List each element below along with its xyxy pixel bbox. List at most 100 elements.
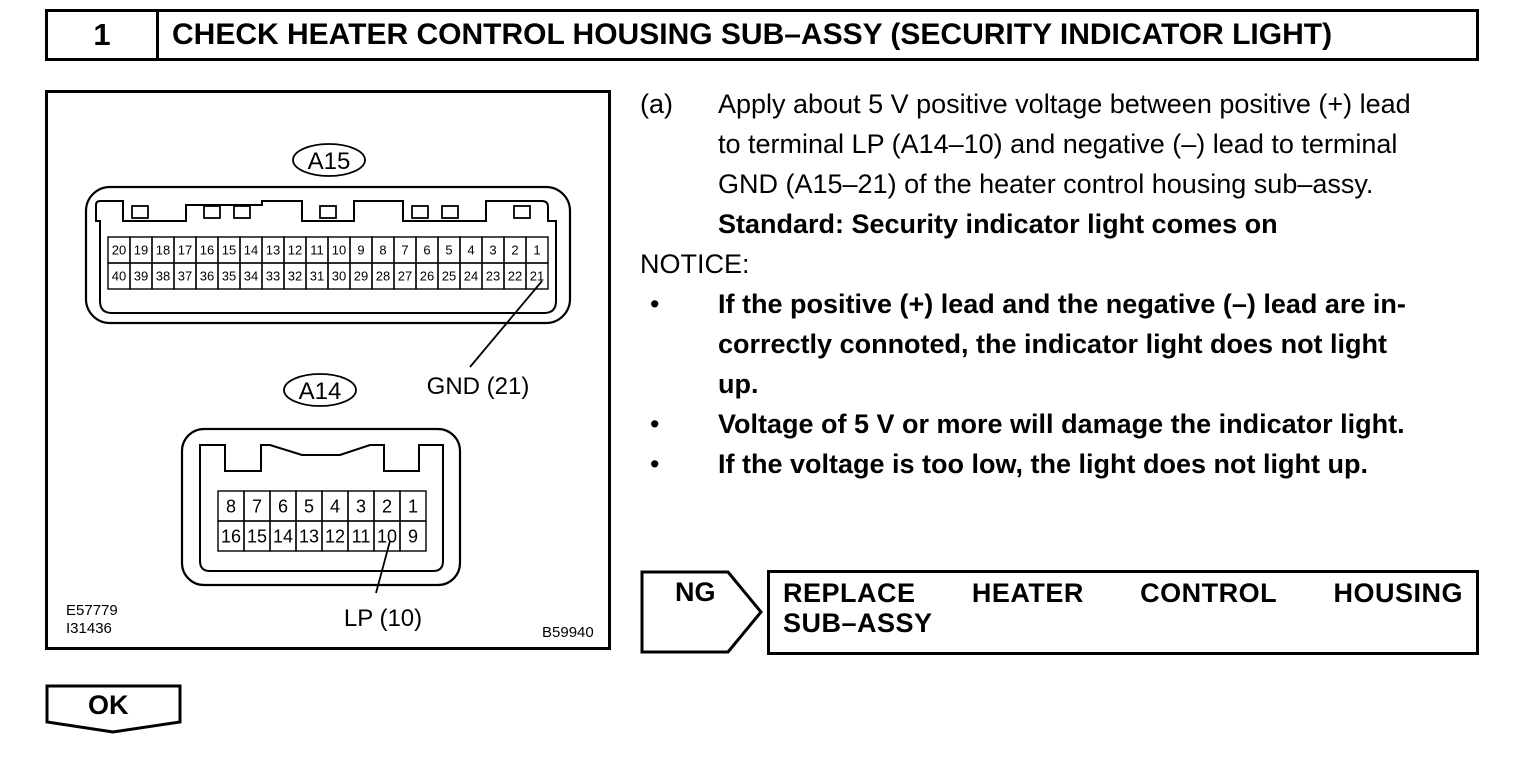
a15-terminal-number: 30 <box>332 269 346 284</box>
a14-terminal-number: 11 <box>352 526 371 546</box>
a15-terminal-number: 15 <box>222 243 236 258</box>
a15-terminal-number: 24 <box>464 269 478 284</box>
a15-terminal-number: 21 <box>530 269 544 284</box>
ng-action-line-1: REPLACE HEATER CONTROL HOUSING <box>783 578 1463 609</box>
a14-terminal-number: 4 <box>330 496 340 516</box>
a14-terminal-number: 3 <box>356 496 366 516</box>
a15-terminal-number: 36 <box>200 269 214 284</box>
notice-item-1-line-2: correctly connoted, the indicator light … <box>718 329 1388 359</box>
a15-terminal-number: 16 <box>200 243 214 258</box>
a15-terminal-number: 33 <box>266 269 280 284</box>
a15-connector-body <box>84 185 572 325</box>
a15-terminal-number: 27 <box>398 269 412 284</box>
a14-terminal-number: 2 <box>382 496 392 516</box>
a14-terminal-cell <box>399 520 427 552</box>
a15-terminal-number: 38 <box>156 269 170 284</box>
a14-connector-inner <box>199 444 444 572</box>
a15-terminal-number: 1 <box>533 243 540 258</box>
a15-terminal-number: 20 <box>112 243 126 258</box>
a15-terminal-number: 9 <box>357 243 364 258</box>
a15-terminal-number: 11 <box>310 243 324 258</box>
lp-leader-line <box>375 540 391 594</box>
a15-terminal-number: 5 <box>445 243 452 258</box>
a15-terminal-number: 40 <box>112 269 126 284</box>
a15-terminal-number: 3 <box>489 243 496 258</box>
step-header-box <box>45 9 1479 61</box>
a14-label-oval <box>283 373 357 407</box>
a14-terminal-number: 5 <box>304 496 314 516</box>
a14-terminal-number: 14 <box>273 526 293 546</box>
a14-terminal-number: 1 <box>408 496 418 516</box>
ok-label: OK <box>88 690 129 720</box>
step-line-2: to terminal LP (A14–10) and negative (–)… <box>718 129 1398 159</box>
step-marker: (a) <box>640 89 673 119</box>
bullet-3: • <box>650 449 660 479</box>
a14-terminal-number: 9 <box>408 526 418 546</box>
a14-terminal-number: 13 <box>299 526 319 546</box>
a15-terminal-number: 6 <box>423 243 430 258</box>
a14-terminal-number: 6 <box>278 496 288 516</box>
figure-code-1: E57779 <box>66 602 118 619</box>
a15-terminal-number: 13 <box>266 243 280 258</box>
a15-terminal-number: 28 <box>376 269 390 284</box>
notice-item-1-line-3: up. <box>718 369 759 399</box>
a15-terminal-number: 10 <box>332 243 346 258</box>
a14-terminal-number: 15 <box>247 526 267 546</box>
ng-action-box <box>767 570 1479 655</box>
a15-terminal-number: 14 <box>244 243 258 258</box>
a15-terminal-number: 34 <box>244 269 258 284</box>
ng-action-word-3: CONTROL <box>1140 578 1278 608</box>
a14-terminal-number: 16 <box>221 526 241 546</box>
a15-label: A15 <box>308 148 351 175</box>
step-line-1: Apply about 5 V positive voltage between… <box>718 89 1411 119</box>
a15-terminal-number: 8 <box>379 243 386 258</box>
a15-terminal-number: 12 <box>288 243 302 258</box>
gnd-leader-line <box>469 280 543 368</box>
a15-terminal-number: 4 <box>467 243 474 258</box>
figure-code-2: I31436 <box>66 620 112 637</box>
ng-action-word-1: REPLACE <box>783 578 916 608</box>
a14-terminal-number: 10 <box>377 526 397 546</box>
a15-terminal-number: 37 <box>178 269 192 284</box>
notice-title: NOTICE: <box>640 249 750 279</box>
a15-terminal-number: 32 <box>288 269 302 284</box>
a15-terminal-number: 18 <box>156 243 170 258</box>
a15-terminal-number: 31 <box>310 269 324 284</box>
ok-arrow <box>45 684 182 734</box>
a15-terminal-number: 39 <box>134 269 148 284</box>
a14-terminal-number: 7 <box>252 496 262 516</box>
a15-terminal-number: 23 <box>486 269 500 284</box>
lp-callout: LP (10) <box>344 605 422 632</box>
a15-terminal-number: 7 <box>401 243 408 258</box>
bullet-1: • <box>650 289 660 319</box>
step-number: 1 <box>48 12 159 58</box>
a15-terminal-number: 2 <box>511 243 518 258</box>
a14-connector-body <box>180 427 462 587</box>
a15-terminal-number: 22 <box>508 269 522 284</box>
a15-terminal-number: 26 <box>420 269 434 284</box>
a15-terminal-number: 29 <box>354 269 368 284</box>
a15-terminal-cell <box>525 262 549 290</box>
a14-label: A14 <box>299 378 342 405</box>
a15-connector-inner <box>95 200 557 314</box>
bullet-2: • <box>650 409 660 439</box>
gnd-callout: GND (21) <box>427 373 530 400</box>
standard-text: Standard: Security indicator light comes… <box>718 209 1278 239</box>
ng-label: NG <box>675 577 716 607</box>
step-line-3: GND (A15–21) of the heater control housi… <box>718 169 1374 199</box>
figure-code-3: B59940 <box>542 624 594 641</box>
a15-terminal-number: 35 <box>222 269 236 284</box>
a14-terminal-number: 12 <box>325 526 345 546</box>
notice-item-1-line-1: If the positive (+) lead and the negativ… <box>718 289 1406 319</box>
ng-action-word-4: HOUSING <box>1333 578 1463 608</box>
a14-terminal-number: 8 <box>226 496 236 516</box>
a15-terminal-number: 19 <box>134 243 148 258</box>
notice-item-3: If the voltage is too low, the light doe… <box>718 449 1368 479</box>
ng-action-word-2: HEATER <box>971 578 1084 608</box>
a15-terminal-number: 17 <box>178 243 192 258</box>
a15-label-oval <box>292 143 366 177</box>
step-title: CHECK HEATER CONTROL HOUSING SUB–ASSY (S… <box>172 18 1333 51</box>
